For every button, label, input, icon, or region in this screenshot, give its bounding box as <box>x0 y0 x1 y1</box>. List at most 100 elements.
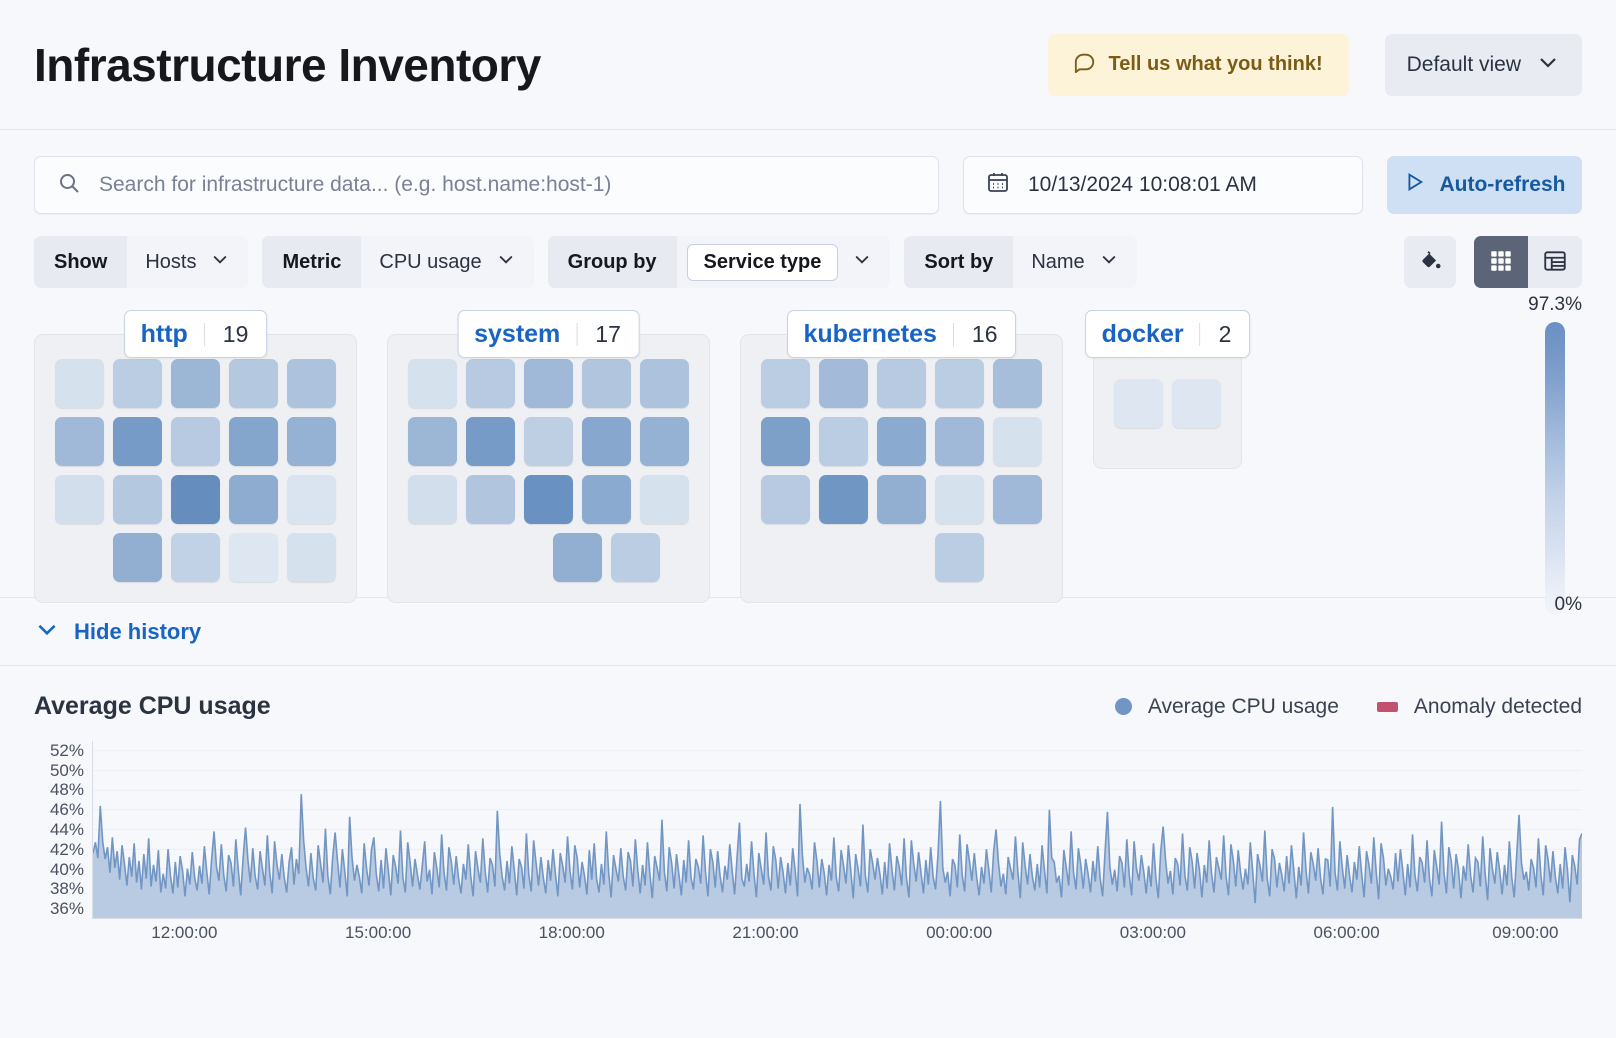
waffle-cell[interactable] <box>113 533 162 582</box>
color-scale-max-label: 97.3% <box>1528 294 1582 315</box>
waffle-cell[interactable] <box>993 475 1042 524</box>
y-axis-tick: 46% <box>49 800 84 820</box>
waffle-cell[interactable] <box>113 359 162 408</box>
waffle-row <box>761 359 1042 408</box>
waffle-cell[interactable] <box>993 417 1042 466</box>
default-view-label: Default view <box>1406 52 1521 76</box>
x-axis-tick: 09:00:00 <box>1492 923 1559 942</box>
waffle-cell[interactable] <box>287 533 336 582</box>
page-title: Infrastructure Inventory <box>34 38 541 91</box>
grid-view-button[interactable] <box>1474 236 1528 288</box>
waffle-cell[interactable] <box>229 417 278 466</box>
hide-history-toggle[interactable]: Hide history <box>0 598 1616 666</box>
search-box[interactable] <box>34 156 939 214</box>
filter-sort-by: Sort by Name <box>904 236 1137 288</box>
waffle-cell[interactable] <box>113 475 162 524</box>
waffle-cell[interactable] <box>287 359 336 408</box>
chart-plot[interactable] <box>92 741 1582 919</box>
waffle-cell[interactable] <box>229 359 278 408</box>
waffle-cell[interactable] <box>287 417 336 466</box>
default-view-button[interactable]: Default view <box>1384 33 1582 96</box>
waffle-cell[interactable] <box>819 417 868 466</box>
group-name: system <box>474 319 561 348</box>
waffle-cell[interactable] <box>466 359 515 408</box>
legend-item-anomaly-detected[interactable]: Anomaly detected <box>1376 695 1582 719</box>
waffle-cell[interactable] <box>582 475 631 524</box>
waffle-cell[interactable] <box>55 417 104 466</box>
waffle-cell[interactable] <box>466 475 515 524</box>
group-count: 16 <box>952 322 1016 346</box>
y-axis-tick: 50% <box>49 760 84 780</box>
waffle-cell[interactable] <box>877 417 926 466</box>
legend-item-average-cpu-usage[interactable]: Average CPU usage <box>1114 695 1339 719</box>
waffle-cell[interactable] <box>819 359 868 408</box>
filter-metric-value-text: CPU usage <box>379 250 482 273</box>
y-axis-tick: 42% <box>49 839 84 859</box>
waffle-row <box>761 417 1042 466</box>
chevron-down-icon <box>852 249 872 275</box>
waffle-row <box>437 533 660 582</box>
waffle-cell[interactable] <box>611 533 660 582</box>
waffle-cell[interactable] <box>1172 379 1221 428</box>
feedback-button[interactable]: Tell us what you think! <box>1047 33 1349 96</box>
waffle-cell[interactable] <box>171 475 220 524</box>
waffle-cell[interactable] <box>935 475 984 524</box>
waffle-cell[interactable] <box>640 475 689 524</box>
waffle-cell[interactable] <box>640 417 689 466</box>
waffle-cell[interactable] <box>640 359 689 408</box>
waffle-cell[interactable] <box>524 475 573 524</box>
waffle-cell[interactable] <box>171 533 220 582</box>
waffle-cell[interactable] <box>55 475 104 524</box>
waffle-cell[interactable] <box>935 359 984 408</box>
waffle-cell[interactable] <box>761 475 810 524</box>
waffle-cell[interactable] <box>935 417 984 466</box>
waffle-cell[interactable] <box>877 475 926 524</box>
waffle-cell[interactable] <box>408 475 457 524</box>
filter-metric-value[interactable]: CPU usage <box>361 236 534 288</box>
color-fill-icon-button[interactable] <box>1404 236 1456 288</box>
x-axis-tick: 12:00:00 <box>151 923 218 942</box>
waffle-cell[interactable] <box>408 359 457 408</box>
waffle-cell[interactable] <box>877 359 926 408</box>
waffle-cell[interactable] <box>466 417 515 466</box>
waffle-cell[interactable] <box>553 533 602 582</box>
waffle-cell[interactable] <box>582 359 631 408</box>
filter-show-value[interactable]: Hosts <box>127 236 249 288</box>
group-name: http <box>140 319 188 348</box>
group-name: docker <box>1101 319 1184 348</box>
waffle-cell[interactable] <box>761 417 810 466</box>
legend-square-icon <box>1376 701 1398 712</box>
table-view-button[interactable] <box>1528 236 1582 288</box>
waffle-cell[interactable] <box>408 417 457 466</box>
filter-sort-by-value[interactable]: Name <box>1013 236 1137 288</box>
chart-header: Average CPU usage Average CPU usage Anom… <box>34 692 1582 721</box>
waffle-cell[interactable] <box>229 475 278 524</box>
waffle-cell[interactable] <box>229 533 278 582</box>
waffle-cell[interactable] <box>993 359 1042 408</box>
auto-refresh-button[interactable]: Auto-refresh <box>1387 156 1582 214</box>
waffle-cell[interactable] <box>171 359 220 408</box>
waffle-cell[interactable] <box>761 359 810 408</box>
waffle-cell[interactable] <box>113 417 162 466</box>
waffle-cell[interactable] <box>1114 379 1163 428</box>
waffle-cell[interactable] <box>55 359 104 408</box>
waffle-cell[interactable] <box>582 417 631 466</box>
waffle-row <box>408 475 689 524</box>
date-picker[interactable]: 10/13/2024 10:08:01 AM <box>963 156 1363 214</box>
search-input[interactable] <box>99 173 916 197</box>
y-axis-tick: 40% <box>49 859 84 879</box>
waffle-cell[interactable] <box>524 359 573 408</box>
waffle-cell[interactable] <box>287 475 336 524</box>
waffle-cell[interactable] <box>524 417 573 466</box>
waffle-cell[interactable] <box>819 475 868 524</box>
waffle-cell[interactable] <box>935 533 984 582</box>
waffle-cell[interactable] <box>171 417 220 466</box>
filter-group-by-value[interactable]: Service type <box>676 236 891 288</box>
